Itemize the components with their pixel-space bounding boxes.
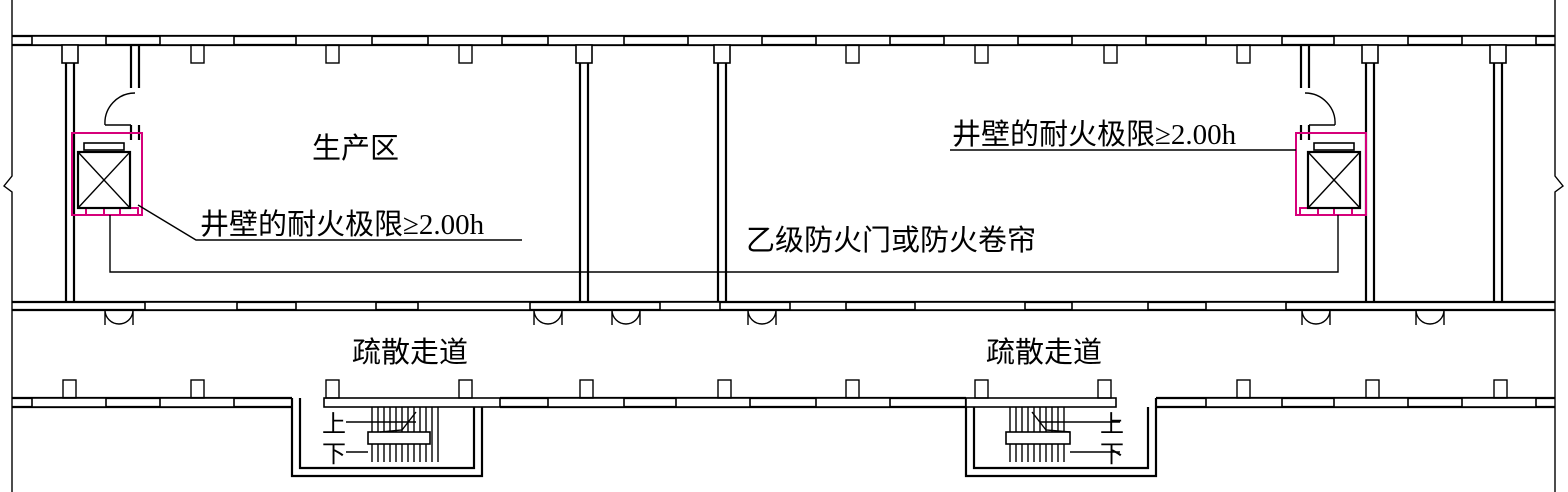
corridor-south-wall [12,379,1555,409]
production-zone-label: 生产区 [312,132,399,165]
corridor-label-left: 疏散走道 [352,336,468,369]
stair-right [964,379,1158,478]
corridor-doors [104,309,1445,325]
fire-door-label: 乙级防火门或防火卷帘 [746,224,1036,257]
shaft-wall-label-right: 井壁的耐火极限≥2.00h [952,118,1237,151]
shaft-left [71,132,143,216]
corridor-label-right: 疏散走道 [986,336,1102,369]
top-outer-wall [12,34,1555,64]
zone-boundary [109,215,1339,273]
stair-down-label-left: 下 [322,442,346,468]
interior-walls [61,44,1507,302]
break-lines [3,0,1564,492]
corridor-north-wall [12,300,1555,312]
stair-up-label-left: 上 [322,411,346,438]
stair-down-label-right: 下 [1100,442,1124,468]
stair-left [290,379,501,478]
shaft-wall-label-left: 井壁的耐火极限≥2.00h [200,208,485,241]
shaft-right [1295,132,1367,216]
leader-lines [137,149,1296,241]
stair-up-label-right: 上 [1100,411,1124,438]
door-swings-top [104,92,1336,126]
